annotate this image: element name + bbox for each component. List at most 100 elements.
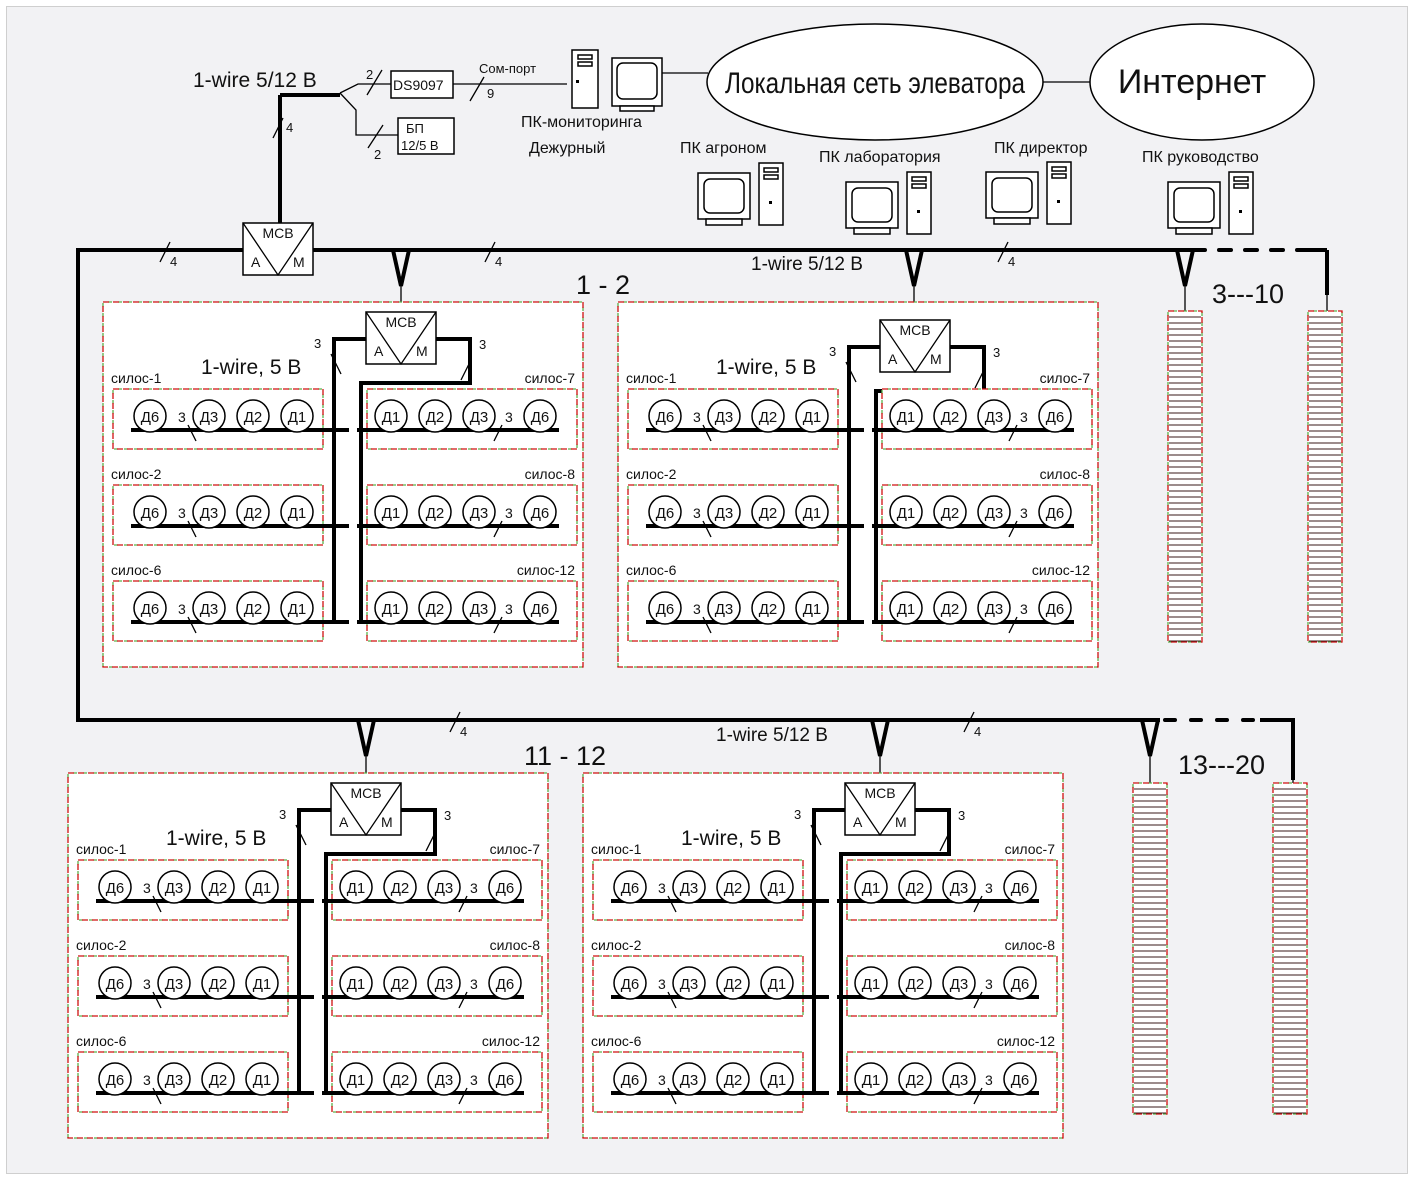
- sensor-label: Д3: [470, 505, 489, 522]
- sensor-label: Д2: [759, 409, 778, 426]
- sensor: Д1: [795, 495, 829, 529]
- wire-count: 4: [495, 254, 502, 269]
- sensor-circle: [613, 1062, 647, 1096]
- wire-count: 3: [1020, 409, 1028, 425]
- sensor-label: Д6: [141, 601, 160, 618]
- sensor: Д1: [760, 1062, 794, 1096]
- sensor: Д3: [707, 399, 741, 433]
- sensor-circle: [613, 966, 647, 1000]
- sensor-label: Д1: [288, 601, 307, 618]
- top-network: 1-wire 5/12 В 2 2 DS9097 БП 12/5 В Сом-п…: [193, 23, 1315, 235]
- wire-slash: [667, 1087, 677, 1105]
- sensor: Д1: [245, 870, 279, 904]
- sensor: Д1: [280, 495, 314, 529]
- silo-box-border-red: [881, 484, 1093, 546]
- block-box-border-red: [67, 772, 549, 1139]
- sensor-label: Д1: [803, 409, 822, 426]
- drive-bay: [1051, 166, 1067, 172]
- silo-box-border-red: [331, 1051, 543, 1113]
- sensor-circle: [374, 399, 408, 433]
- wire-slash: [493, 616, 503, 634]
- mcb-hub-box: [330, 782, 402, 836]
- wire-slash: [1008, 520, 1018, 538]
- wire-count: 3: [658, 1072, 666, 1088]
- sensor-circle: [383, 1062, 417, 1096]
- silo-label: силос-2: [111, 466, 162, 482]
- wire-count: 3: [143, 880, 151, 896]
- wire-count: 3: [993, 345, 1000, 360]
- column-box-fill: [1273, 783, 1307, 1114]
- local-bus-label: 1-wire, 5 В: [681, 827, 781, 850]
- sensor: Д1: [795, 399, 829, 433]
- mcb-port-a: А: [374, 343, 384, 359]
- monitoring-pc-sublabel: Дежурный: [529, 140, 605, 157]
- sensor-label: Д2: [724, 1072, 743, 1089]
- sensor-circle: [716, 966, 750, 1000]
- sensor-circle: [192, 399, 226, 433]
- local-bus-label: 1-wire, 5 В: [716, 356, 816, 379]
- bus-tap: [904, 249, 924, 287]
- sensor: Д6: [98, 966, 132, 1000]
- wire-count: 3: [479, 337, 486, 352]
- mcb-port-m: М: [293, 254, 305, 270]
- sensor-label: Д3: [950, 976, 969, 993]
- sensor: Д2: [383, 870, 417, 904]
- wire-count: 3: [178, 505, 186, 521]
- sensor-label: Д6: [1046, 601, 1065, 618]
- sensor: Д1: [889, 495, 923, 529]
- sensor-label: Д3: [470, 601, 489, 618]
- sensor-circle: [933, 399, 967, 433]
- silo-label: силос-7: [525, 370, 576, 386]
- silo-label: силос-1: [591, 841, 642, 857]
- sensor: Д6: [1038, 591, 1072, 625]
- range-label: 13---20: [1178, 750, 1265, 780]
- sensor-circle: [1038, 399, 1072, 433]
- sensor: Д2: [418, 591, 452, 625]
- lan-label: Локальная сеть элеватора: [725, 67, 1025, 100]
- wire-count: 4: [170, 254, 177, 269]
- power-led: [769, 201, 772, 204]
- sensor-circle: [977, 591, 1011, 625]
- silo-label: силос-6: [591, 1033, 642, 1049]
- sensor-circle: [339, 966, 373, 1000]
- wire-count: 3: [658, 976, 666, 992]
- power-supply: [397, 117, 455, 155]
- sensor: Д2: [383, 966, 417, 1000]
- wire-count: 4: [1008, 254, 1015, 269]
- sensor: Д1: [795, 591, 829, 625]
- sensor: Д2: [751, 495, 785, 529]
- sensor: Д2: [383, 1062, 417, 1096]
- monitor-stand: [705, 218, 743, 226]
- sensor: Д3: [672, 870, 706, 904]
- sensor-circle: [383, 966, 417, 1000]
- wire-count: 3: [829, 344, 836, 359]
- sensor-circle: [977, 495, 1011, 529]
- sensor: Д2: [716, 1062, 750, 1096]
- monitor-screen: [991, 177, 1033, 213]
- silo-label: силос-2: [591, 937, 642, 953]
- silo-label: силос-7: [1005, 841, 1056, 857]
- mcb-port-a: А: [251, 254, 261, 270]
- sensor-circle: [488, 1062, 522, 1096]
- sensor: Д3: [427, 966, 461, 1000]
- sensor: Д1: [245, 966, 279, 1000]
- sensor-circle: [613, 870, 647, 904]
- sensor: Д6: [648, 591, 682, 625]
- sensor-label: Д3: [435, 880, 454, 897]
- sensor: Д1: [760, 870, 794, 904]
- sensor: Д1: [760, 966, 794, 1000]
- sensor-label: Д2: [391, 976, 410, 993]
- monitor-screen: [851, 187, 893, 223]
- sensor-circle: [1003, 870, 1037, 904]
- office-pc: ПК руководство: [1142, 149, 1259, 235]
- column-box-fill: [1308, 311, 1342, 642]
- wire-count: 4: [460, 724, 467, 739]
- sensor-label: Д1: [382, 409, 401, 426]
- sensor: Д1: [374, 399, 408, 433]
